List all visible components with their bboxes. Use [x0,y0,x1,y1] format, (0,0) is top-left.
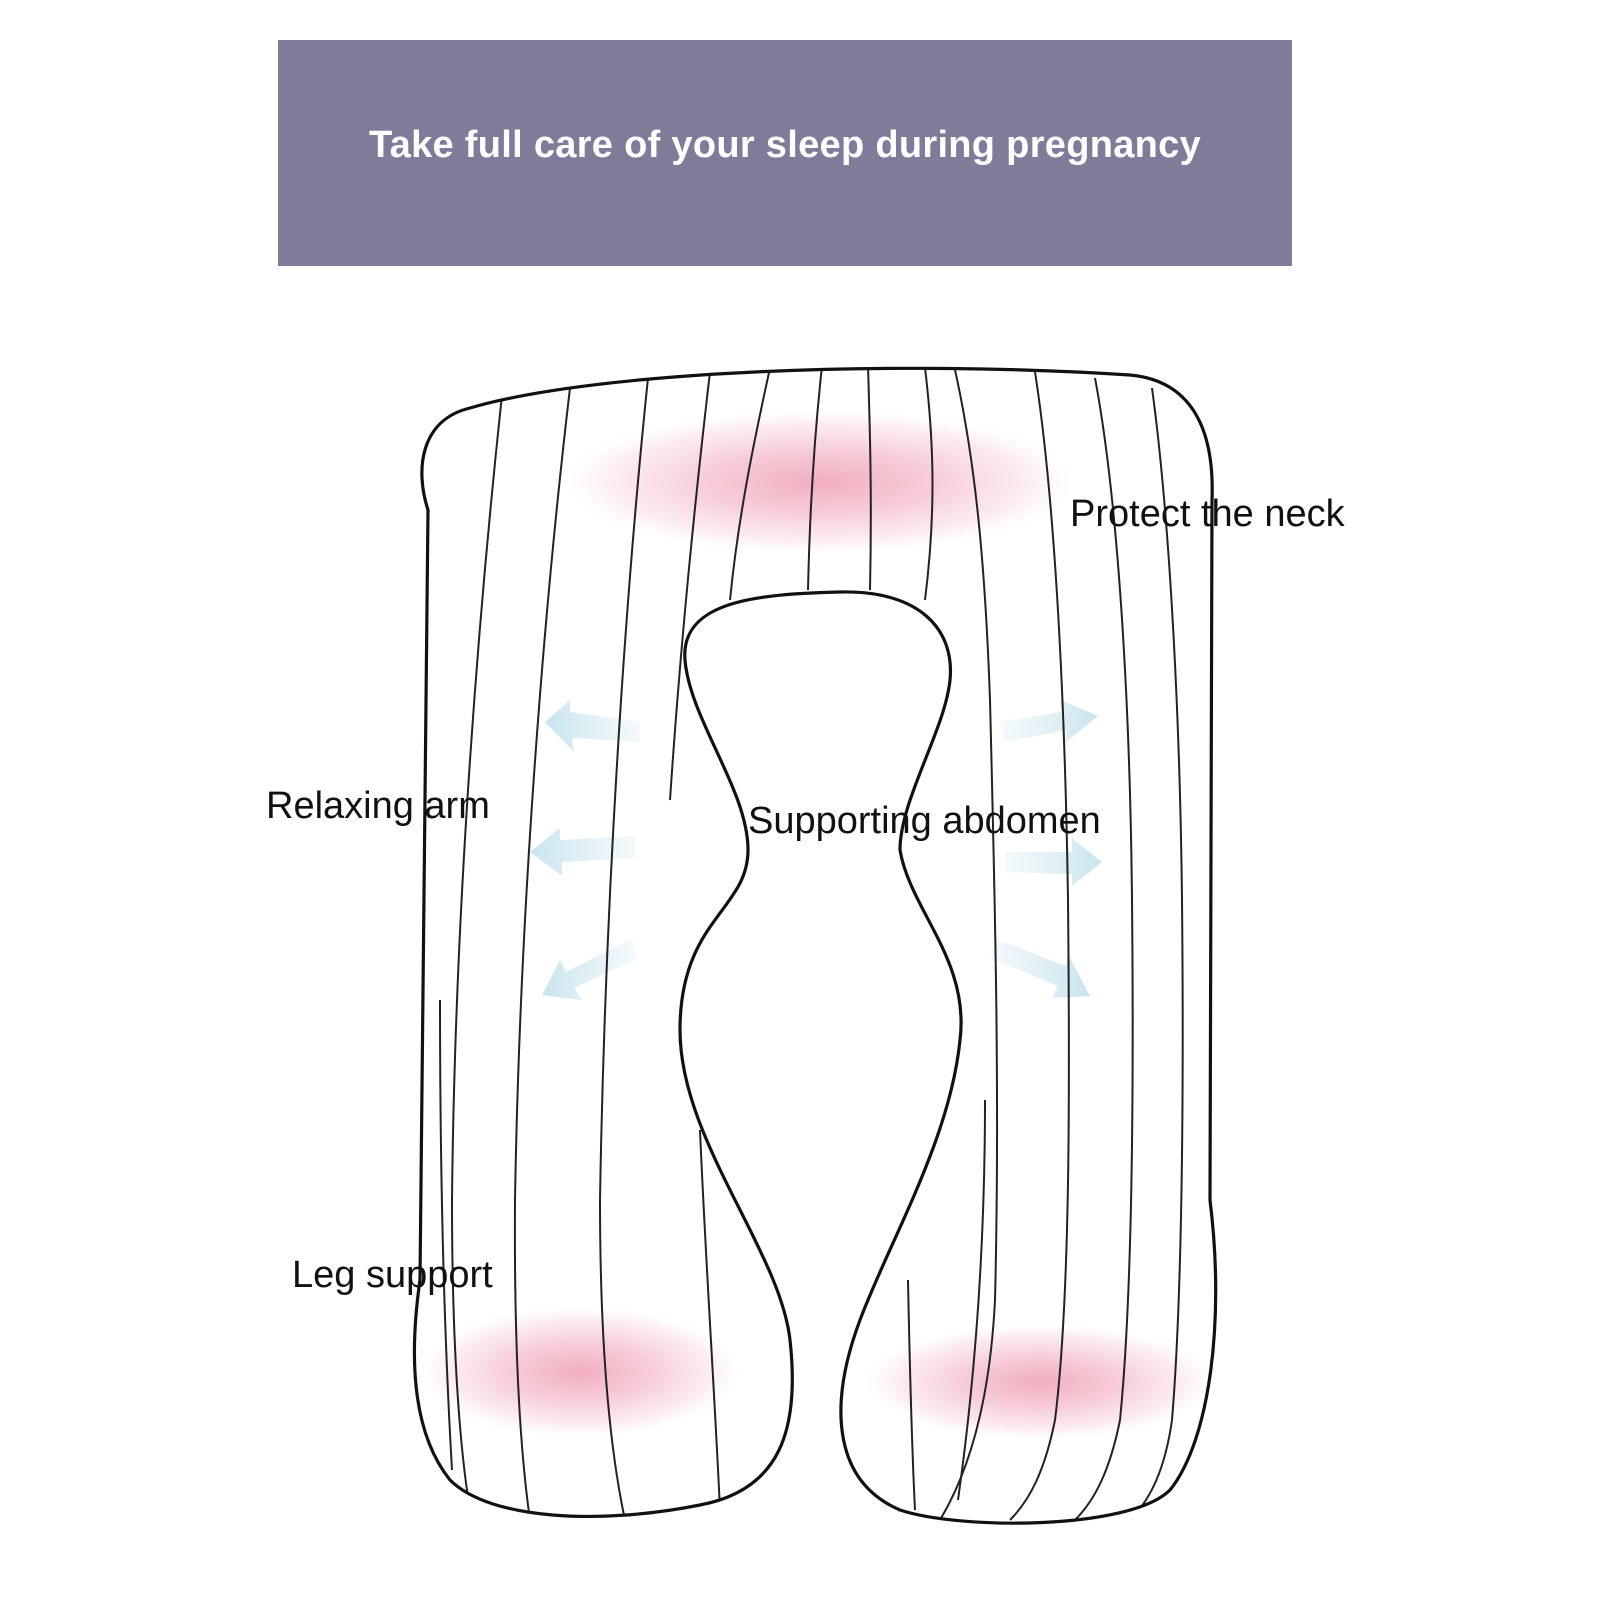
arrow-left-3-icon [542,940,638,1000]
right-leg-pressure-zone [865,1324,1215,1440]
neck-pressure-zone [565,410,1075,554]
right-airflow-arrows [990,700,1102,998]
left-leg-pressure-zone [420,1307,740,1437]
label-supporting-abdomen: Supporting abdomen [748,800,1101,842]
arrow-right-1-icon [1002,700,1098,742]
pillow-stripes [439,368,1184,1521]
arrow-right-3-icon [990,940,1090,998]
arrow-left-1-icon [545,700,640,752]
arrow-right-2-icon [1005,838,1102,886]
label-protect-neck: Protect the neck [1070,493,1345,535]
title-banner: Take full care of your sleep during preg… [278,40,1292,266]
label-relaxing-arm: Relaxing arm [266,785,490,827]
label-leg-support: Leg support [292,1254,493,1296]
pillow-outline [412,366,1218,1525]
banner-title: Take full care of your sleep during preg… [368,123,1202,166]
left-airflow-arrows [530,700,640,1000]
arrow-left-2-icon [530,828,635,876]
